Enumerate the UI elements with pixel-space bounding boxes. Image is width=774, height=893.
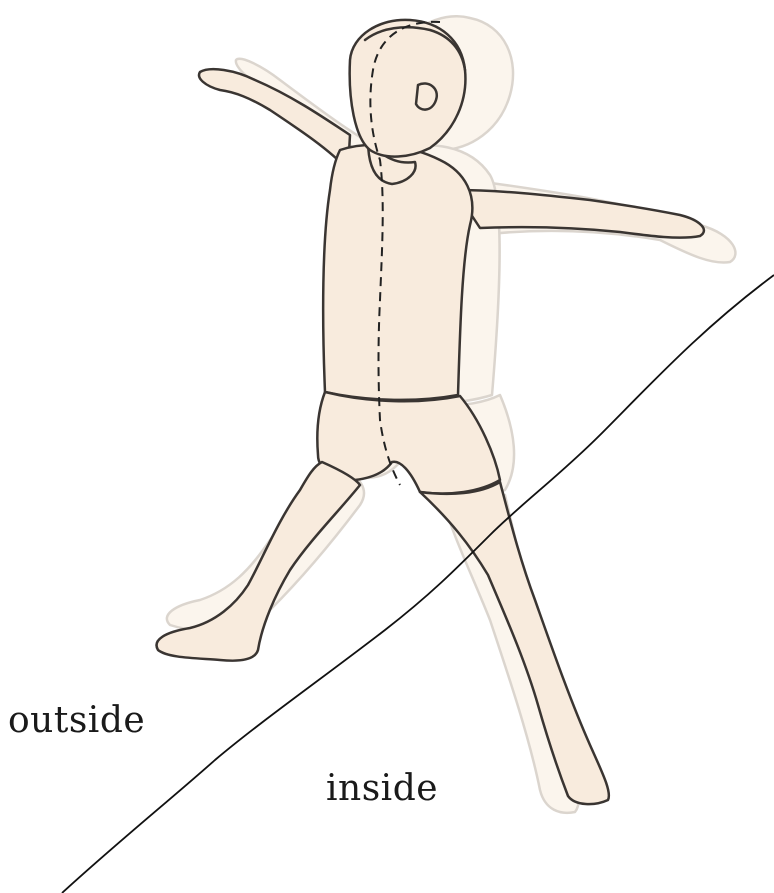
ear xyxy=(416,83,437,109)
inside-label: inside xyxy=(326,768,438,809)
outside-label: outside xyxy=(8,700,145,741)
